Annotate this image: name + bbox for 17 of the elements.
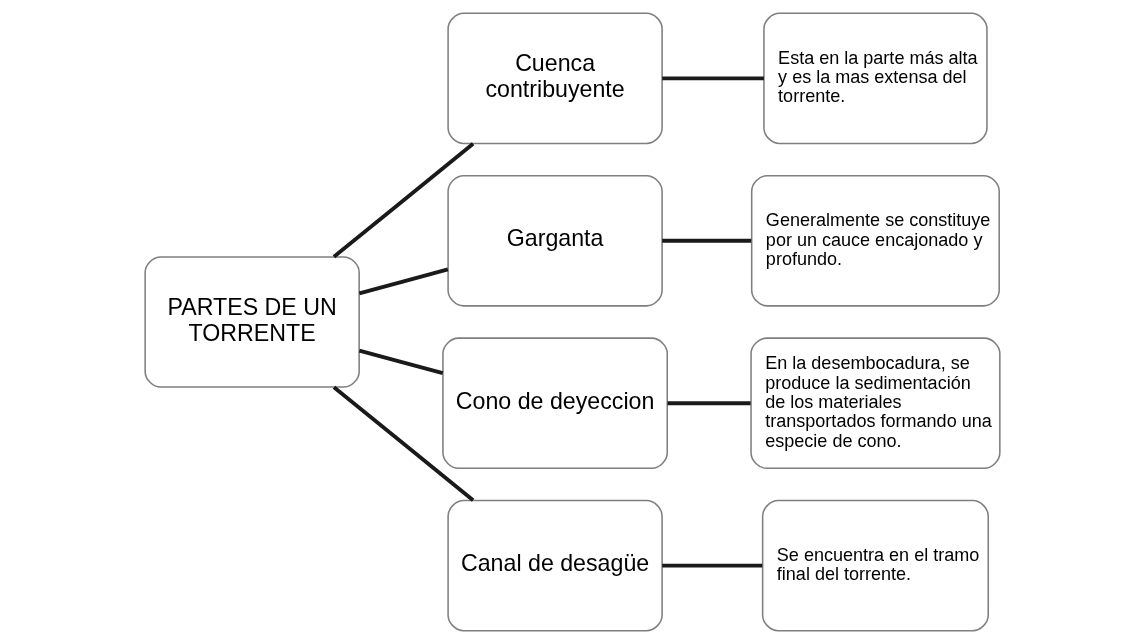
node-box: PARTES DE UN TORRENTE xyxy=(144,256,360,388)
node-box: Esta en la parte más alta y es la mas extensa del torrente. xyxy=(763,12,988,145)
node-box: Cuenca contribuyente xyxy=(447,12,663,145)
connector xyxy=(358,348,444,376)
node-box: Canal de desagüe xyxy=(447,499,663,632)
connector xyxy=(662,76,764,81)
connector xyxy=(332,385,475,502)
node-box: En la desembocadura, se produce la sedimentación de los materiales transportados formando una especie de cono. xyxy=(750,337,1001,470)
connector xyxy=(662,563,763,568)
connector xyxy=(662,238,752,243)
node-box: Generalmente se constituye por un cauce encajonado y profundo. xyxy=(750,174,1000,307)
node-box: Se encuentra en el tramo final del torrente. xyxy=(761,499,989,632)
connector xyxy=(358,267,449,296)
node-box: Garganta xyxy=(447,174,663,307)
node-box: Cono de deyeccion xyxy=(442,337,669,470)
connector xyxy=(332,142,475,259)
connector xyxy=(667,401,751,406)
